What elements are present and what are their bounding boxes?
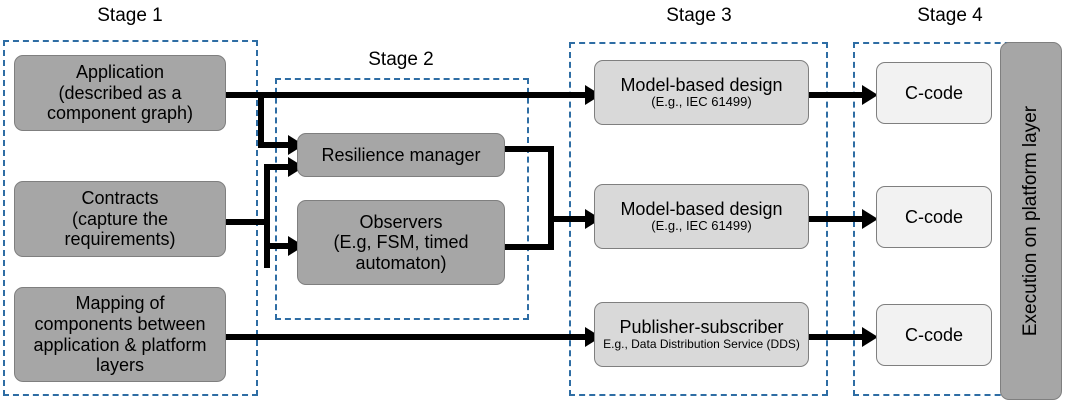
node-observers-subtitle: (E.g, FSM, timed automaton)	[333, 232, 469, 273]
node-observers[interactable]: Observers (E.g, FSM, timed automaton)	[297, 200, 505, 285]
node-model-based-design-2-subtitle: (E.g., IEC 61499)	[651, 218, 752, 234]
node-c-code-1[interactable]: C-code	[876, 62, 992, 124]
node-publisher-subscriber-subtitle: E.g., Data Distribution Service (DDS)	[603, 336, 800, 351]
node-model-based-design-1-title: Model-based design	[620, 74, 783, 95]
connector-contracts-trunk	[264, 164, 270, 268]
platform-layer-bar[interactable]: Execution on platform layer	[1000, 42, 1062, 400]
node-observers-title: Observers	[359, 211, 443, 232]
connector-application-to-design1	[225, 92, 593, 98]
connector-merge-to-design2	[548, 216, 593, 222]
node-c-code-2-title: C-code	[904, 206, 964, 227]
connector-publisher-to-ccode3	[808, 334, 870, 340]
node-application[interactable]: Application (described as a component gr…	[14, 55, 226, 131]
arrowhead-ccode2	[862, 209, 878, 229]
connector-observers-out	[504, 244, 554, 250]
node-publisher-subscriber[interactable]: Publisher-subscriber E.g., Data Distribu…	[594, 302, 809, 367]
connector-resilience-out	[504, 146, 554, 152]
arrowhead-ccode3	[862, 327, 878, 347]
connector-design1-to-ccode1	[808, 92, 870, 98]
stage-container-1	[3, 40, 258, 396]
node-contracts-subtitle: (capture the requirements)	[64, 208, 176, 250]
connector-application-branch-down	[258, 92, 264, 148]
node-contracts-title: Contracts	[81, 188, 159, 209]
connector-design2-to-ccode2	[808, 216, 870, 222]
stage-container-2	[275, 78, 529, 320]
connector-contracts-to-observers	[264, 243, 296, 249]
node-model-based-design-1-subtitle: (E.g., IEC 61499)	[651, 94, 752, 110]
node-application-title: Application	[75, 62, 165, 83]
node-model-based-design-2-title: Model-based design	[620, 198, 783, 219]
platform-layer-label: Execution on platform layer	[1020, 105, 1041, 337]
arrowhead-ccode1	[862, 85, 878, 105]
connector-contracts-out	[225, 219, 270, 225]
connector-stage2-merge-trunk	[548, 146, 554, 250]
node-contracts[interactable]: Contracts (capture the requirements)	[14, 181, 226, 257]
node-model-based-design-1[interactable]: Model-based design (E.g., IEC 61499)	[594, 60, 809, 125]
node-mapping[interactable]: Mapping of components between applicatio…	[14, 287, 226, 382]
node-resilience-manager[interactable]: Resilience manager	[297, 133, 505, 177]
stage-label-4: Stage 4	[917, 5, 983, 26]
node-application-subtitle: (described as a component graph)	[46, 82, 194, 124]
node-c-code-1-title: C-code	[904, 82, 964, 103]
node-mapping-title: Mapping of components between applicatio…	[33, 293, 207, 376]
stage-label-3: Stage 3	[666, 5, 732, 26]
stage-label-1: Stage 1	[97, 5, 163, 26]
stage-label-2: Stage 2	[368, 49, 434, 70]
connector-mapping-to-publisher	[225, 334, 593, 340]
node-publisher-subscriber-title: Publisher-subscriber	[619, 317, 784, 338]
connector-contracts-to-resilience	[264, 164, 296, 170]
node-c-code-3-title: C-code	[904, 324, 964, 345]
node-c-code-2[interactable]: C-code	[876, 186, 992, 248]
connector-branch-to-resilience	[258, 142, 296, 148]
node-resilience-manager-title: Resilience manager	[321, 144, 481, 165]
node-c-code-3[interactable]: C-code	[876, 304, 992, 366]
node-model-based-design-2[interactable]: Model-based design (E.g., IEC 61499)	[594, 184, 809, 249]
